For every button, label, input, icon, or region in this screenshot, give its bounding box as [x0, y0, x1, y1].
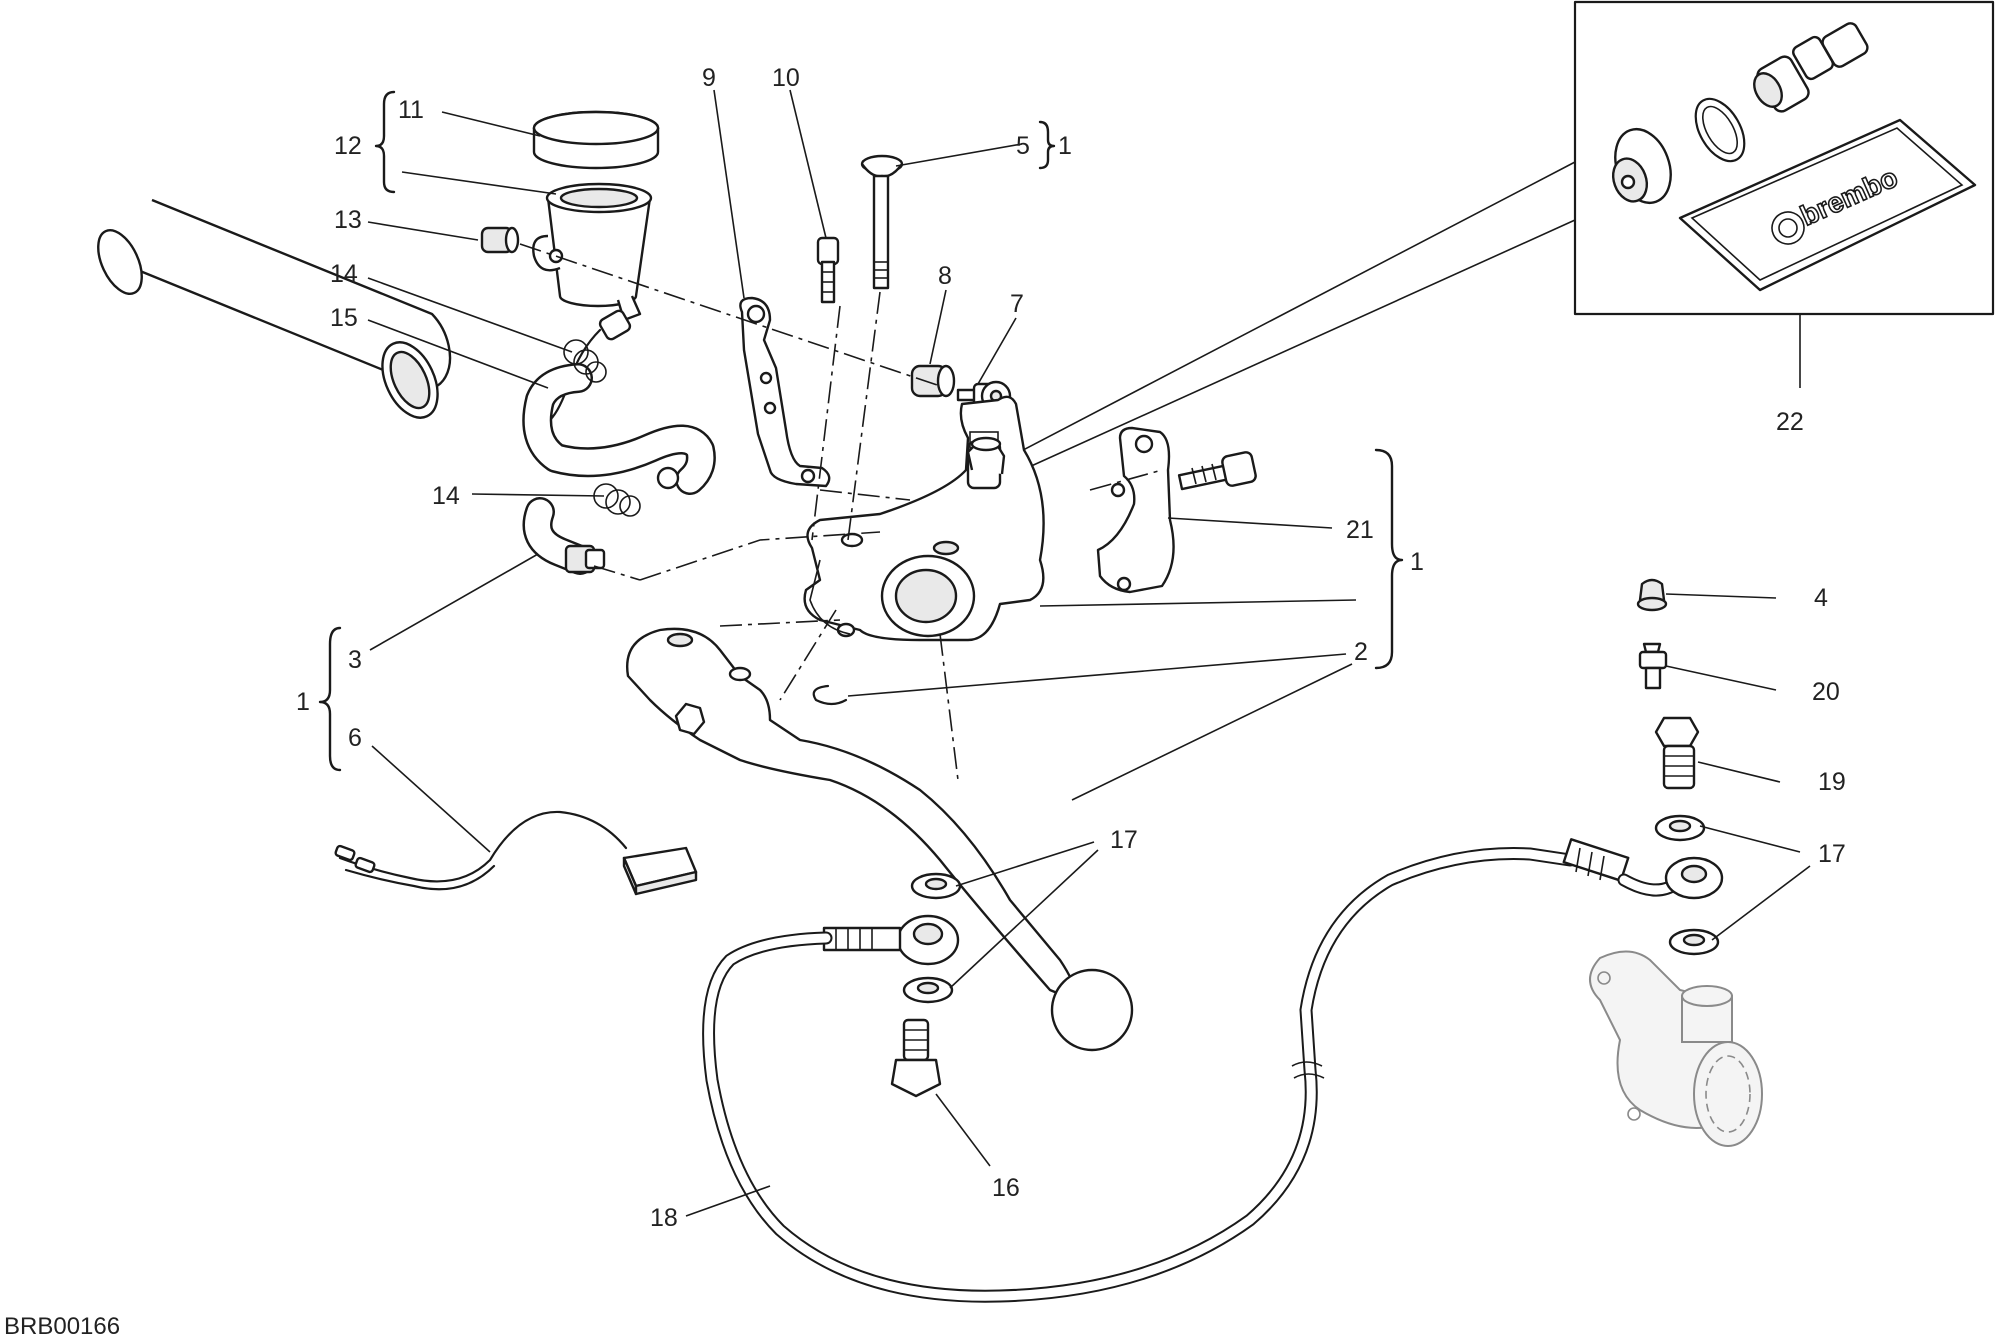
callout-17-right: 17	[1818, 840, 1846, 868]
callout-labels: 11 12 13 14 15 14 3 1 6 9 10 5 1 8 7 21 …	[296, 64, 1846, 1232]
clutch-switch-6	[334, 810, 698, 896]
callout-5: 5	[1016, 132, 1030, 160]
washer-2	[812, 684, 848, 706]
banjo-fitting-right	[1664, 856, 1724, 900]
callout-2: 2	[1354, 638, 1368, 666]
callout-15: 15	[330, 304, 358, 332]
callout-17-left: 17	[1110, 826, 1138, 854]
callout-10: 10	[772, 64, 800, 92]
leader-lines	[367, 89, 1811, 1217]
banjo-fitting-left	[822, 914, 960, 966]
callout-16: 16	[992, 1174, 1020, 1202]
brace-12	[374, 90, 396, 194]
banjo-bolt-16	[890, 1018, 942, 1098]
screw-10	[816, 236, 840, 304]
callout-18: 18	[650, 1204, 678, 1232]
assembly-center-lines	[519, 243, 1163, 781]
drawing-reference-code: BRB00166	[4, 1313, 120, 1340]
hose-elbow-lower	[522, 497, 606, 575]
hose-clamp-lower	[593, 483, 641, 517]
callout-1-left: 1	[296, 688, 310, 716]
callout-8: 8	[938, 262, 952, 290]
clutch-hose-18	[702, 838, 1687, 1303]
callout-7: 7	[1010, 290, 1024, 318]
piston-part	[1753, 22, 1869, 113]
callout-20: 20	[1812, 678, 1840, 706]
bleed-cap-4	[1636, 578, 1668, 612]
callout-1-top: 1	[1058, 132, 1072, 160]
clamp-screw	[1177, 451, 1257, 491]
handlebar-clamp-21	[1096, 426, 1175, 594]
circlip-part	[1694, 97, 1746, 163]
inset-frame	[1573, 0, 1995, 316]
bleed-nipple-20	[1638, 642, 1668, 690]
slave-cylinder	[1589, 950, 1763, 1147]
clutch-lever	[626, 627, 1134, 1052]
reservoir-body	[532, 182, 653, 322]
bushing-8	[910, 364, 956, 398]
callout-4: 4	[1814, 584, 1828, 612]
hose-15	[522, 309, 716, 495]
inset-pointer-line-top	[1003, 161, 1576, 461]
sealing-washers-17-left	[902, 872, 962, 1004]
mirror-bracket-9	[739, 296, 831, 488]
repair-kit-inset: brembo	[1003, 0, 1995, 473]
braces	[318, 90, 1404, 772]
callout-6: 6	[348, 724, 362, 752]
brembo-instruction-card: brembo	[1678, 118, 1977, 292]
callout-11: 11	[398, 96, 424, 124]
sealing-washers-17-right	[1654, 814, 1720, 956]
callout-3: 3	[348, 646, 362, 674]
callout-19: 19	[1818, 768, 1846, 796]
callout-9: 9	[702, 64, 716, 92]
inset-pointer-line-bottom	[1017, 219, 1576, 473]
adapter-19	[1654, 716, 1700, 790]
callout-14-upper: 14	[330, 260, 358, 288]
brace-5	[1038, 120, 1056, 170]
callout-1-right: 1	[1410, 548, 1424, 576]
brace-1-left	[318, 626, 342, 772]
handlebar-tube	[97, 198, 452, 419]
brace-1-right	[1374, 448, 1404, 670]
hose-clamp-upper	[563, 339, 607, 383]
reservoir-cap	[532, 110, 660, 170]
grommet-13	[480, 226, 520, 254]
seal-cup-part	[1611, 128, 1672, 204]
pivot-bolt-5	[860, 154, 904, 290]
callout-21: 21	[1346, 516, 1374, 544]
callout-12: 12	[334, 132, 362, 160]
callout-13: 13	[334, 206, 362, 234]
master-cylinder-body	[803, 395, 1045, 642]
callout-22: 22	[1776, 408, 1804, 436]
callout-14-lower: 14	[432, 482, 460, 510]
